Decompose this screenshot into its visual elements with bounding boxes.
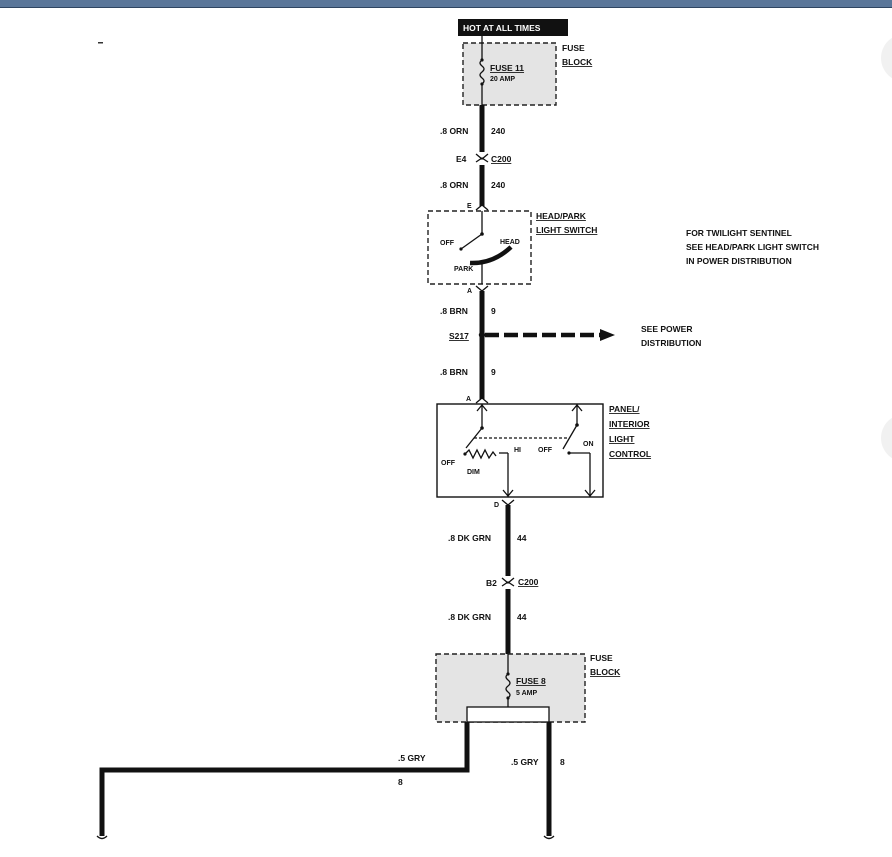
twilight-note-line-3: IN POWER DISTRIBUTION <box>686 256 792 266</box>
panel-terminal-out: D <box>494 502 499 509</box>
panel-title-2: INTERIOR <box>609 419 650 429</box>
fuse-block-top-title-1: FUSE <box>562 43 585 53</box>
splice-s217-ref-2: DISTRIBUTION <box>641 338 701 348</box>
wire-44-lower-gauge: .8 DK GRN <box>448 612 491 622</box>
headpark-pos-off: OFF <box>440 240 455 247</box>
panel-pos-off-right: OFF <box>538 447 553 454</box>
wire-8-left-gauge: .5 GRY <box>398 753 426 763</box>
connector-c200-upper-name: C200 <box>491 154 512 164</box>
panel-title-4: CONTROL <box>609 449 651 459</box>
see-power-arrow-icon <box>600 329 615 341</box>
fuse-block-top: FUSE 11 20 AMP FUSE BLOCK <box>462 36 593 106</box>
dim-rheostat <box>464 448 497 460</box>
wire-8-right-circuit: 8 <box>560 757 565 767</box>
wire-9-upper-circuit: 9 <box>491 306 496 316</box>
head-park-light-switch: E OFF HEAD PARK HEAD/PARK LIGHT SWITCH A <box>427 203 597 295</box>
headpark-pos-head: HEAD <box>500 239 520 246</box>
fuse-block-bottom: FUSE 8 5 AMP FUSE BLOCK <box>435 653 621 723</box>
fuse-11-rating: 20 AMP <box>490 76 515 83</box>
splice-s217-ref-1: SEE POWER <box>641 324 692 334</box>
wire-240-lower-circuit: 240 <box>491 180 505 190</box>
fuse-8-symbol <box>505 673 511 699</box>
wire-8-right-continue-icon <box>543 835 555 840</box>
twilight-note-line-2: SEE HEAD/PARK LIGHT SWITCH <box>686 242 819 252</box>
wire-9-lower-circuit: 9 <box>491 367 496 377</box>
scan-dash-mark <box>98 42 103 44</box>
wire-8-left-circuit: 8 <box>398 777 403 787</box>
fuse-8-name: FUSE 8 <box>516 676 546 686</box>
wire-8-left-continue-icon <box>96 835 108 840</box>
panel-terminal-in: A <box>466 396 471 403</box>
twilight-sentinel-note: FOR TWILIGHT SENTINEL SEE HEAD/PARK LIGH… <box>686 228 819 266</box>
window-top-bar <box>0 0 892 8</box>
wire-44-upper-circuit: 44 <box>517 533 527 543</box>
wire-9-upper-gauge: .8 BRN <box>440 306 468 316</box>
fuse-block-bottom-title-2: BLOCK <box>590 667 621 677</box>
panel-pos-off-left: OFF <box>441 460 456 467</box>
hot-at-all-times-tag: HOT AT ALL TIMES <box>458 19 568 36</box>
panel-pos-dim: DIM <box>467 469 480 476</box>
panel-pos-on: ON <box>583 441 594 448</box>
headpark-pos-park: PARK <box>454 266 473 273</box>
fuse-8-rating: 5 AMP <box>516 690 537 697</box>
splice-s217: S217 SEE POWER DISTRIBUTION <box>449 324 701 348</box>
panel-title-3: LIGHT <box>609 434 635 444</box>
wire-8-left <box>99 722 470 836</box>
connector-c200-upper: E4 C200 <box>456 153 512 164</box>
headpark-title-2: LIGHT SWITCH <box>536 225 597 235</box>
connector-c200-lower: B2 C200 <box>486 577 539 588</box>
connector-c200-lower-pin: B2 <box>486 578 497 588</box>
connector-c200-upper-pin: E4 <box>456 154 467 164</box>
panel-interior-light-control: A OFF DIM HI OFF ON PANEL/ INTERIOR LIGH… <box>436 396 651 509</box>
wire-8-right-gauge: .5 GRY <box>511 757 539 767</box>
headpark-contact-arc <box>469 245 513 266</box>
fuse-block-top-title-2: BLOCK <box>562 57 593 67</box>
wire-44-upper-gauge: .8 DK GRN <box>448 533 491 543</box>
fuse-11-name: FUSE 11 <box>490 63 524 73</box>
fuse-11-symbol <box>479 59 485 85</box>
fuse-block-bottom-title-1: FUSE <box>590 653 613 663</box>
headpark-terminal-out: A <box>467 288 472 295</box>
wire-240-upper-circuit: 240 <box>491 126 505 136</box>
scan-artifact <box>881 37 892 79</box>
twilight-note-line-1: FOR TWILIGHT SENTINEL <box>686 228 792 238</box>
wire-9-lower-gauge: .8 BRN <box>440 367 468 377</box>
scan-artifact <box>881 417 892 459</box>
splice-s217-name: S217 <box>449 331 469 341</box>
headpark-title-1: HEAD/PARK <box>536 211 587 221</box>
wire-240-upper-gauge: .8 ORN <box>440 126 468 136</box>
panel-pos-hi: HI <box>514 447 521 454</box>
wire-240-lower-gauge: .8 ORN <box>440 180 468 190</box>
connector-c200-lower-name: C200 <box>518 577 539 587</box>
headpark-terminal-in: E <box>467 203 472 210</box>
hot-label: HOT AT ALL TIMES <box>463 23 541 33</box>
wire-44-lower-circuit: 44 <box>517 612 527 622</box>
panel-title-1: PANEL/ <box>609 404 640 414</box>
